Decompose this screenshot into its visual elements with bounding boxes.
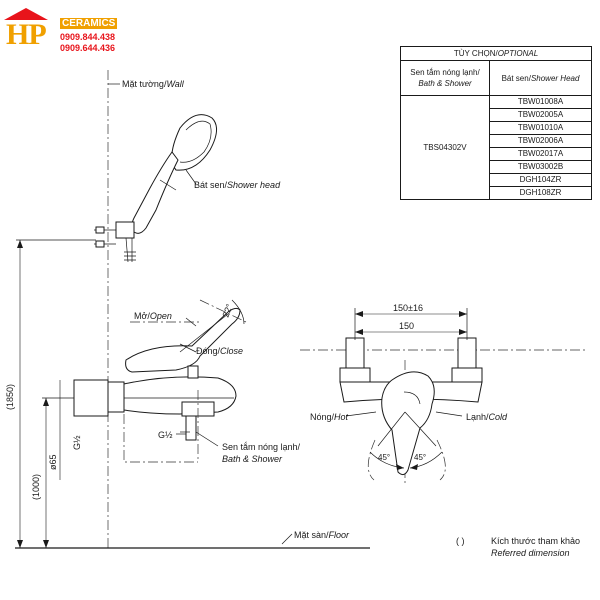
dimension-phi65: ø65	[48, 380, 61, 480]
dim-1000-label: (1000)	[31, 474, 41, 500]
options-table: TÙY CHỌN/OPTIONAL Sen tắm nóng lạnh/Bath…	[400, 46, 592, 200]
legend-en: Referred dimension	[491, 548, 570, 558]
wall-label: Mặt tường/Wall	[122, 79, 185, 89]
logo-phone-1: 0909.844.438	[60, 32, 116, 42]
close-label: Đóng/Close	[196, 346, 243, 356]
g-half-side-label: G½	[72, 435, 82, 450]
hot-label: Nóng/Hot	[310, 412, 349, 422]
angle-45-right-label: 45°	[414, 453, 426, 462]
brand-logo: HP CERAMICS 0909.844.438 0909.644.436	[4, 8, 134, 54]
mixer-top-view	[300, 337, 586, 484]
floor-leader	[281, 533, 293, 545]
dim-150-16-label: 150±16	[393, 303, 423, 313]
bath-shower-label-1: Sen tắm nóng lạnh/	[222, 442, 301, 452]
g-half-outlet-label: G½	[158, 430, 173, 440]
dimension-1000: (1000)	[31, 397, 92, 548]
close-leader	[179, 343, 197, 353]
logo-brand: HP	[6, 18, 47, 51]
cold-leader	[435, 411, 463, 417]
logo-phone-2: 0909.644.436	[60, 43, 116, 53]
bath-shower-label-2: Bath & Shower	[222, 454, 283, 464]
head-cell: DGH108ZR	[489, 186, 592, 200]
logo-word: CERAMICS	[60, 18, 118, 29]
hand-shower	[94, 114, 217, 263]
dim-150-label: 150	[399, 321, 414, 331]
logo-roof-icon	[4, 8, 48, 20]
dim-1850-label: (1850)	[5, 384, 15, 410]
col-shower-head-header: Bát sen/Shower Head	[489, 60, 592, 96]
angle-45-left-label: 45°	[378, 453, 390, 462]
dimension-150	[354, 308, 468, 340]
open-label: Mở/Open	[134, 311, 172, 321]
angle-22-label: 22°	[220, 302, 234, 319]
dimension-1850: (1850)	[5, 239, 96, 548]
legend-paren: ( )	[456, 536, 465, 546]
phi65-label: ø65	[48, 454, 58, 470]
hot-leader	[345, 411, 377, 417]
open-leader	[185, 317, 197, 327]
cold-label: Lạnh/Cold	[466, 412, 508, 422]
shower-head-leader	[185, 169, 197, 185]
shower-head-label: Bát sen/Shower head	[194, 180, 281, 190]
legend: ( ) Kích thước tham khảo Referred dimens…	[456, 536, 580, 558]
floor-label: Mặt sàn/Floor	[294, 530, 350, 540]
legend-vn: Kích thước tham khảo	[491, 536, 580, 546]
mixer-side-view	[73, 299, 247, 463]
bath-shower-leader	[195, 431, 219, 447]
